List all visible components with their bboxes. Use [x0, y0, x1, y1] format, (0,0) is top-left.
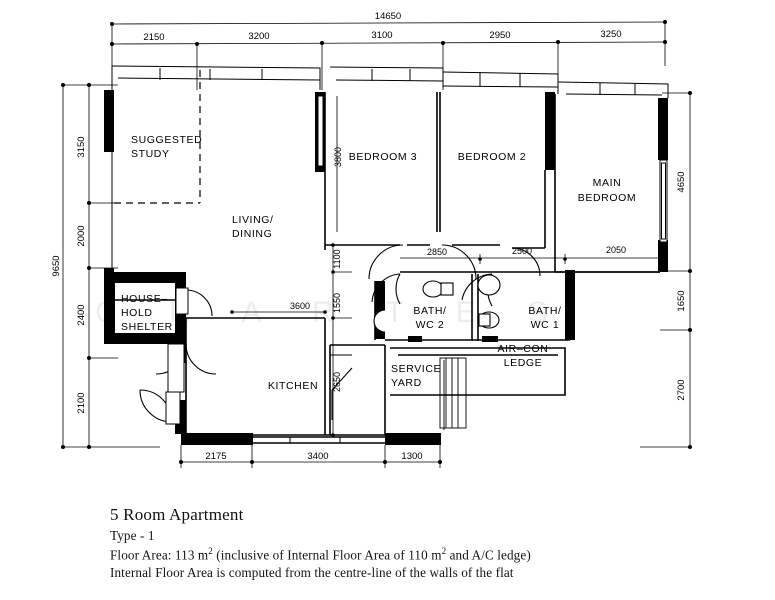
- room-label-bath-wc-2-line2: WC 2: [416, 319, 445, 331]
- dim-left-4: 2100: [76, 392, 87, 413]
- dimension-ticks-right: [688, 91, 692, 449]
- dim-bottom-2: 3400: [307, 451, 328, 462]
- dim-kitchen-height: 2650: [332, 372, 342, 392]
- dim-top-5: 3250: [600, 29, 621, 40]
- floor-area-mid: (inclusive of Internal Floor Area of 110…: [212, 547, 442, 563]
- door-leaves: [165, 287, 189, 425]
- dim-bottom-1: 2175: [205, 451, 226, 462]
- floor-area-post: and A/C ledge): [446, 547, 531, 563]
- room-label-main-bedroom-line2: BEDROOM: [578, 192, 636, 204]
- dim-top-overall: 14650: [375, 11, 401, 22]
- dim-living-lower: 1100: [332, 249, 342, 268]
- room-label-main-bedroom-line1: MAIN: [593, 177, 622, 189]
- interior-dimension-ticks: [230, 243, 567, 437]
- dim-left-1: 3150: [76, 136, 87, 157]
- dim-right-3: 2700: [676, 379, 687, 400]
- dim-bath-1: 2850: [427, 247, 447, 257]
- interior-partitions: [112, 92, 660, 444]
- dim-top-3: 3100: [371, 30, 392, 41]
- dim-top-2: 3200: [248, 31, 269, 42]
- floor-area-sup-1: 2: [208, 546, 213, 556]
- dim-bedroom3-height: 3800: [333, 147, 343, 167]
- room-label-suggested-study-line2: STUDY: [131, 148, 170, 160]
- dim-bottom-3: 1300: [401, 451, 422, 462]
- dimension-ticks-left: [61, 83, 91, 449]
- plan-outline: [111, 65, 669, 300]
- door-swings: [139, 244, 541, 423]
- caption-block: 5 Room Apartment Type - 1 Floor Area: 11…: [110, 505, 730, 583]
- room-label-bedroom-3: BEDROOM 3: [349, 151, 417, 163]
- drying-rack: [439, 357, 467, 429]
- room-label-bath-wc-1-line2: WC 1: [531, 319, 560, 331]
- dim-top-1: 2150: [143, 32, 164, 43]
- room-label-bath-wc-1-line1: BATH/: [528, 305, 561, 317]
- room-label-suggested-study-line1: SUGGESTED: [131, 134, 202, 146]
- dim-right-2: 1650: [676, 290, 687, 311]
- dim-left-overall: 9650: [51, 255, 62, 276]
- room-label-living-dining-line1: LIVING/: [232, 214, 274, 226]
- dim-left-2: 2000: [76, 225, 87, 246]
- caption-type-line: Type - 1: [110, 528, 155, 543]
- caption-note-line: Internal Floor Area is computed from the…: [110, 565, 514, 581]
- room-label-service-yard-line2: YARD: [391, 377, 422, 389]
- windows: [159, 68, 668, 443]
- dim-kitchen-width: 3600: [290, 301, 310, 311]
- dimension-ticks-bottom: [179, 460, 442, 464]
- room-label-household-shelter-line2: HOLD: [121, 307, 153, 319]
- caption-title: 5 Room Apartment: [110, 505, 244, 524]
- suggested-study-partition: [114, 70, 201, 204]
- room-label-living-dining-line2: DINING: [232, 228, 272, 240]
- caption-floor-area-line: Floor Area: 113 m2 (inclusive of Interna…: [110, 546, 730, 563]
- dim-left-3: 2400: [76, 304, 87, 325]
- room-label-household-shelter-line3: SHELTER: [121, 321, 173, 333]
- room-label-household-shelter-line1: HOUSE–: [121, 293, 168, 305]
- dim-bath-3: 2050: [606, 245, 626, 255]
- sanitary-fixtures: [373, 274, 501, 333]
- dimension-ticks-top: [110, 20, 667, 46]
- room-label-kitchen: KITCHEN: [268, 380, 318, 392]
- dimension-chain-bottom: [180, 445, 441, 468]
- dim-bath-2: 2500: [512, 246, 532, 256]
- room-label-air-con-ledge-line1: AIR–CON: [498, 343, 549, 355]
- dim-top-4: 2950: [489, 30, 510, 41]
- dimension-chain-top: [111, 21, 666, 90]
- floor-area-sup-2: 2: [441, 546, 447, 556]
- interior-dimensions: [232, 96, 660, 435]
- room-label-air-con-ledge-line2: LEDGE: [504, 357, 543, 369]
- floor-area-pre: Floor Area: 113 m: [110, 547, 209, 563]
- room-label-bath-wc-2-line1: BATH/: [413, 305, 446, 317]
- dim-kitchen-upper: 1550: [332, 293, 342, 313]
- room-label-service-yard-line1: SERVICE: [391, 363, 441, 375]
- dim-right-1: 4650: [676, 171, 687, 192]
- room-label-bedroom-2: BEDROOM 2: [458, 151, 526, 163]
